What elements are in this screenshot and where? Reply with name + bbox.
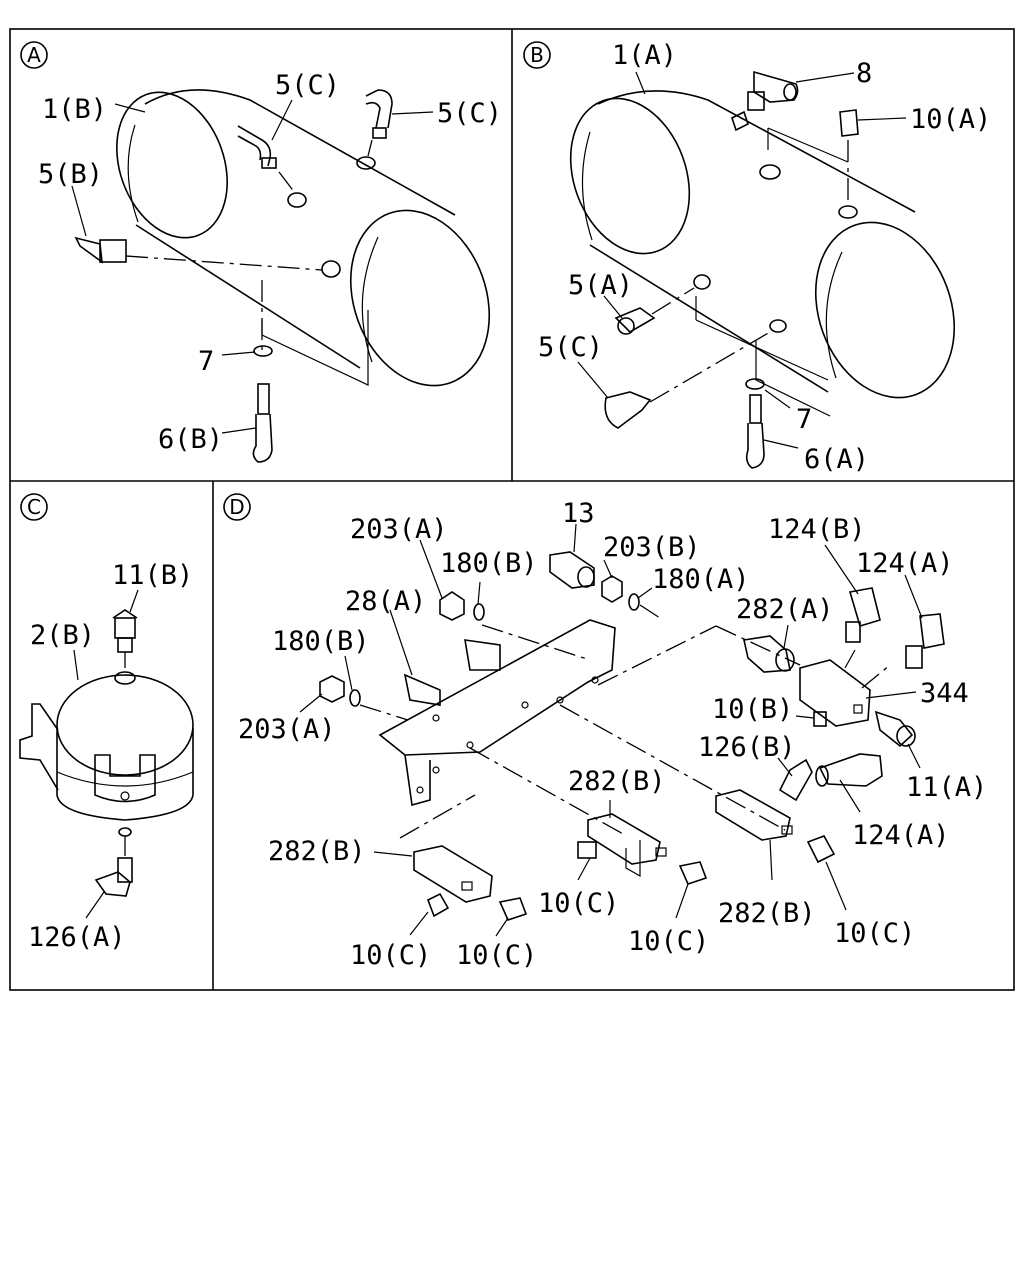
- callout-d-282b-right: 282(B): [718, 898, 816, 929]
- callout-d-13: 13: [562, 498, 595, 529]
- callout-a-6b: 6(B): [158, 424, 223, 455]
- callout-d-28a: 28(A): [345, 586, 426, 617]
- callout-d-11a: 11(A): [906, 772, 987, 803]
- callout-c-2b: 2(B): [30, 620, 95, 651]
- callout-c-126a: 126(A): [28, 922, 126, 953]
- callout-d-10c-left2: 10(C): [456, 940, 537, 971]
- callout-c-11b: 11(B): [112, 560, 193, 591]
- callout-b-7: 7: [796, 404, 812, 435]
- callout-d-10c-right: 10(C): [834, 918, 915, 949]
- callout-a-5b: 5(B): [38, 159, 103, 190]
- callout-a-7: 7: [198, 346, 214, 377]
- callout-d-180b-left: 180(B): [272, 626, 370, 657]
- panel-a-drawing: [71, 89, 491, 463]
- callout-d-203a-left: 203(A): [238, 714, 336, 745]
- callout-d-124b: 124(B): [768, 514, 866, 545]
- callout-d-282b-left: 282(B): [268, 836, 366, 867]
- svg-text:D: D: [229, 495, 244, 519]
- callout-d-203a-top: 203(A): [350, 514, 448, 545]
- callout-d-10c-mid: 10(C): [538, 888, 619, 919]
- callout-d-10b: 10(B): [712, 694, 793, 725]
- callout-b-6a: 6(A): [804, 444, 869, 475]
- callout-a-5c-right: 5(C): [437, 98, 502, 129]
- callout-d-282a: 282(A): [736, 594, 834, 625]
- panel-badge-b: B: [523, 41, 551, 69]
- panel-d-drawing: [299, 523, 945, 937]
- callout-a-1b: 1(B): [42, 94, 107, 125]
- callout-d-282b-mid: 282(B): [568, 766, 666, 797]
- callout-d-203b: 203(B): [603, 532, 701, 563]
- callout-b-10a: 10(A): [910, 104, 991, 135]
- callout-d-124a-top: 124(A): [856, 548, 954, 579]
- panel-badge-d: D: [223, 493, 251, 521]
- callout-b-5a: 5(A): [568, 270, 633, 301]
- diagram-frame: [9, 28, 1015, 991]
- svg-text:B: B: [530, 43, 544, 67]
- panel-badge-a: A: [20, 41, 48, 69]
- callout-b-1a: 1(A): [612, 40, 677, 71]
- callout-d-10c-low: 10(C): [628, 926, 709, 957]
- callout-a-5c-left: 5(C): [275, 70, 340, 101]
- callout-d-344: 344: [920, 678, 969, 709]
- panel-b-drawing: [569, 70, 956, 469]
- panel-c-drawing: [19, 589, 194, 919]
- panel-badge-c: C: [20, 493, 48, 521]
- svg-text:C: C: [27, 495, 41, 519]
- callout-d-126b: 126(B): [698, 732, 796, 763]
- callout-d-124a-low: 124(A): [852, 820, 950, 851]
- callout-d-10c-left: 10(C): [350, 940, 431, 971]
- callout-b-8: 8: [856, 58, 872, 89]
- svg-text:A: A: [27, 43, 41, 67]
- callout-b-5c: 5(C): [538, 332, 603, 363]
- callout-d-180a: 180(A): [652, 564, 750, 595]
- callout-d-180b-top: 180(B): [440, 548, 538, 579]
